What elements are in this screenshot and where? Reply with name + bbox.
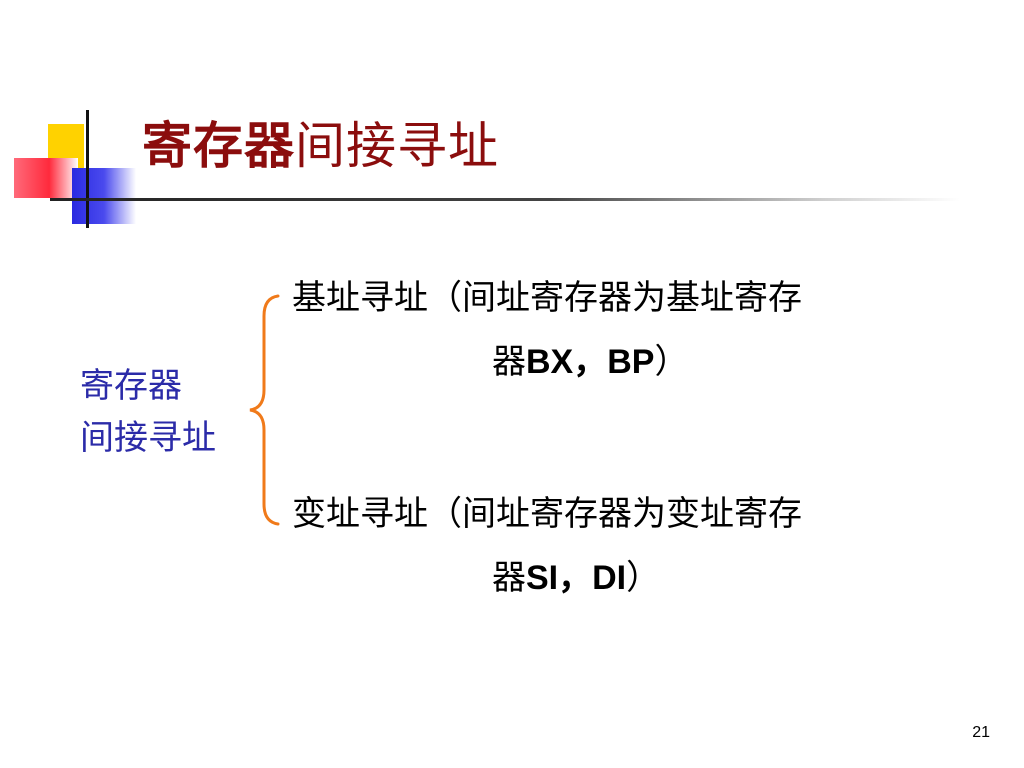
decor-blue-square (72, 168, 136, 224)
item-line2-suffix: ） (654, 342, 689, 382)
item-line2-prefix: 器 (492, 558, 526, 598)
category-label: 寄存器 间接寻址 (80, 360, 216, 464)
item-line2-registers: BX，BP (526, 343, 655, 381)
item-line2-prefix: 器 (492, 342, 526, 382)
item-line2-suffix: ） (626, 558, 661, 598)
list-item-base-addressing: 基址寻址（间址寄存器为基址寄存 器BX，BP） (292, 266, 912, 394)
slide-title-bold: 寄存器 (142, 117, 295, 175)
list-item-index-addressing: 变址寻址（间址寄存器为变址寄存 器SI，DI） (292, 482, 912, 610)
item-line1: 变址寻址（间址寄存器为变址寄存 (292, 494, 802, 534)
title-underline (50, 198, 960, 201)
curly-brace-icon (249, 294, 280, 526)
decor-vertical-line (86, 110, 89, 228)
category-label-line2: 间接寻址 (80, 418, 216, 458)
item-line2: 器BX，BP） (292, 330, 912, 394)
item-line2: 器SI，DI） (292, 546, 912, 610)
item-line2-registers: SI，DI (526, 559, 627, 597)
slide-title: 寄存器间接寻址 (142, 114, 499, 178)
decor-red-bar (14, 158, 78, 198)
slide-title-rest: 间接寻址 (295, 117, 499, 175)
page-number: 21 (972, 724, 990, 741)
item-line1: 基址寻址（间址寄存器为基址寄存 (292, 278, 802, 318)
category-label-line1: 寄存器 (80, 366, 182, 406)
